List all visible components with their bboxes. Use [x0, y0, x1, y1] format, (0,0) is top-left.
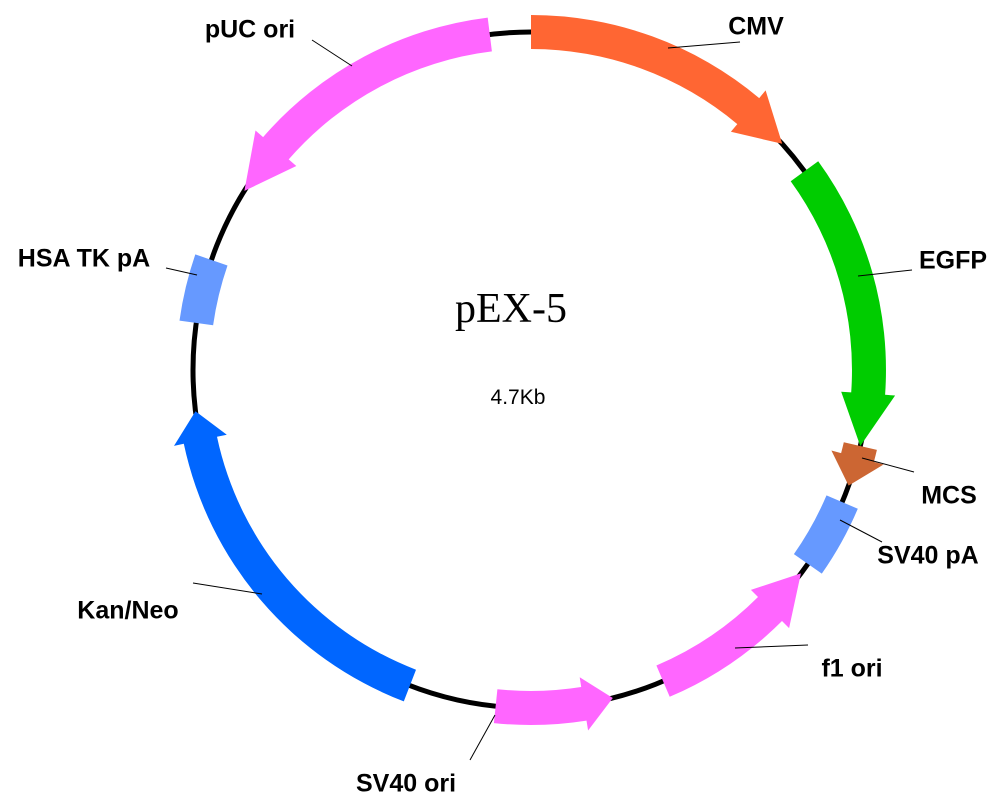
label-sv40-pa: SV40 pA [877, 542, 978, 570]
label-kan-neo: Kan/Neo [77, 597, 178, 625]
feature-kan-neo [174, 411, 416, 702]
label-puc-ori: pUC ori [205, 16, 295, 44]
leader-line-sv40-ori [469, 714, 496, 761]
features-layer [174, 15, 896, 731]
feature-puc-ori [244, 17, 492, 191]
feature-sv40-pa [793, 495, 858, 574]
plasmid-size: 4.7Kb [491, 386, 546, 409]
leader-line-f1-ori [734, 644, 809, 649]
leader-line-hsa-tk-pa [165, 267, 198, 276]
label-cmv: CMV [728, 13, 784, 41]
leader-line-kan-neo [192, 582, 263, 595]
feature-mcs [831, 442, 884, 486]
leaders-layer [165, 39, 915, 761]
label-sv40-ori: SV40 ori [356, 770, 456, 798]
label-mcs: MCS [921, 482, 977, 510]
feature-f1-ori [656, 573, 801, 697]
feature-cmv [531, 15, 783, 144]
leader-line-mcs [861, 457, 915, 473]
label-hsa-tk-pa: HSA TK pA [18, 245, 150, 273]
feature-sv40-ori [493, 677, 613, 731]
plasmid-name: pEX-5 [455, 286, 567, 332]
leader-line-puc-ori [311, 39, 353, 67]
feature-hsa-tk-pa [179, 254, 228, 326]
leader-line-sv40-pa [839, 519, 883, 543]
leader-line-egfp [857, 269, 913, 277]
label-egfp: EGFP [919, 247, 987, 275]
label-f1-ori: f1 ori [821, 655, 882, 683]
leader-line-cmv [667, 41, 741, 49]
feature-egfp [790, 161, 896, 447]
